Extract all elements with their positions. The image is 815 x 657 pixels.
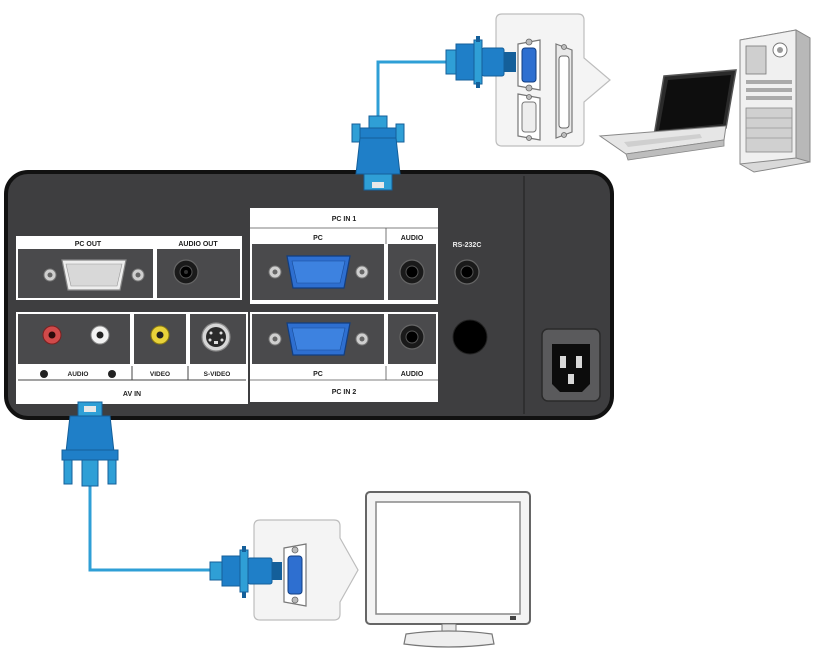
desktop-tower-icon xyxy=(739,29,811,173)
monitor-vga-port-icon xyxy=(283,543,307,607)
blank-port-icon xyxy=(452,319,488,355)
top-vga-plug-icon xyxy=(445,36,516,88)
laptop-icon xyxy=(598,69,737,161)
pc-out-vga-plug-icon xyxy=(61,401,119,487)
pc-in-1-pc-label: PC xyxy=(313,235,323,242)
pc-in-2-label: PC IN 2 xyxy=(332,389,357,396)
audio-out-label: AUDIO OUT xyxy=(178,241,218,248)
audio-out-jack-icon xyxy=(173,259,199,285)
power-socket-icon xyxy=(541,328,601,402)
audio-lr-label: AUDIO xyxy=(68,371,89,378)
s-video-port-icon xyxy=(201,322,231,352)
pc-in-1-audio-jack-icon xyxy=(399,259,425,285)
pc-in-1-vga-port-icon xyxy=(268,255,369,289)
left-channel-icon xyxy=(40,370,48,378)
pc-in-1-audio-label: AUDIO xyxy=(401,235,424,242)
pc-in-2-vga-port-icon xyxy=(268,322,369,356)
rca-audio-left-jack-icon xyxy=(42,325,62,345)
s-video-label: S-VIDEO xyxy=(204,371,231,378)
pc-secondary-vga-port-icon xyxy=(517,93,541,141)
pc-in-2-pc-label: PC xyxy=(313,371,323,378)
pc-in-1-vga-plug-icon xyxy=(351,115,405,191)
pc-in-2-audio-jack-icon xyxy=(399,324,425,350)
pc-parallel-port-icon xyxy=(555,43,573,139)
pc-ports-callout xyxy=(495,13,611,147)
pc-out-vga-port-icon xyxy=(43,259,145,291)
rs232c-jack-icon xyxy=(454,259,480,285)
monitor-port-callout xyxy=(253,519,359,621)
rca-audio-right-jack-icon xyxy=(90,325,110,345)
right-channel-icon xyxy=(108,370,116,378)
pc-out-label: PC OUT xyxy=(75,241,102,248)
video-label: VIDEO xyxy=(150,371,170,378)
monitor-vga-plug-icon xyxy=(209,546,282,598)
rca-video-jack-icon xyxy=(150,325,170,345)
projector-rear-panel: PC OUT AUDIO OUT xyxy=(4,170,614,420)
pc-in-1-label: PC IN 1 xyxy=(332,216,357,223)
av-in-label: AV IN xyxy=(123,391,141,398)
pc-vga-port-icon xyxy=(517,38,541,92)
pc-in-2-audio-label: AUDIO xyxy=(401,371,424,378)
rs232c-label: RS-232C xyxy=(453,242,482,249)
monitor-icon xyxy=(365,491,531,648)
